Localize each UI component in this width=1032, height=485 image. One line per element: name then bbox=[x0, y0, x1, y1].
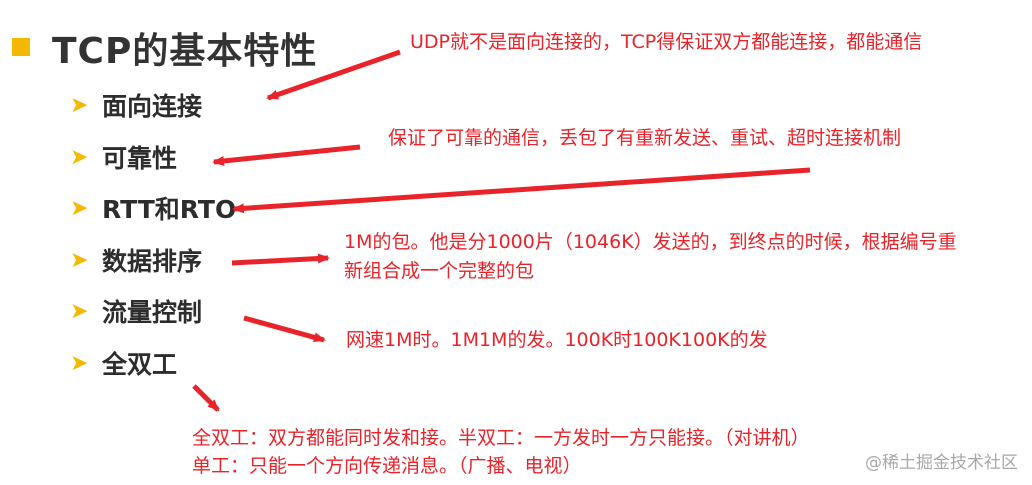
chevron-right-icon: ➤ bbox=[70, 298, 89, 324]
list-item: ➤ 流量控制 bbox=[70, 294, 202, 328]
arrow-to-reliability bbox=[212, 144, 361, 166]
annotation-duplex-line1: 全双工：双方都能同时发和接。半双工：一方发时一方只能接。（对讲机） bbox=[192, 427, 810, 449]
annotation-connection: UDP就不是面向连接的，TCP得保证双方都能连接，都能通信 bbox=[410, 31, 923, 53]
arrow-to-duplex-note bbox=[192, 384, 220, 412]
chevron-right-icon: ➤ bbox=[70, 195, 89, 221]
slide-title: TCP的基本特性 bbox=[52, 31, 318, 72]
list-item: ➤ RTT和RTO bbox=[70, 191, 236, 225]
list-item: ➤ 可靠性 bbox=[70, 140, 177, 174]
watermark: @稀土掘金技术社区 bbox=[865, 453, 1018, 473]
list-item: ➤ 面向连接 bbox=[70, 88, 202, 122]
arrow-to-connection bbox=[266, 49, 401, 101]
arrow-to-flow-note bbox=[243, 315, 326, 343]
title-bullet-square bbox=[12, 38, 30, 56]
chevron-right-icon: ➤ bbox=[70, 92, 89, 118]
annotation-ordering-line1: 1M的包。他是分1000片（1046K）发送的，到终点的时候，根据编号重 bbox=[344, 231, 957, 253]
list-item: ➤ 全双工 bbox=[70, 346, 177, 380]
list-item: ➤ 数据排序 bbox=[70, 243, 202, 277]
chevron-right-icon: ➤ bbox=[70, 350, 89, 376]
list-item-label: 面向连接 bbox=[102, 92, 203, 121]
annotation-duplex-line2: 单工：只能一个方向传递消息。（广播、电视） bbox=[192, 455, 582, 477]
list-item-label: 流量控制 bbox=[102, 298, 203, 327]
annotation-reliability: 保证了可靠的通信，丢包了有重新发送、重试、超时连接机制 bbox=[388, 127, 902, 149]
list-item-label: 数据排序 bbox=[102, 247, 203, 276]
list-item-label: 全双工 bbox=[102, 350, 178, 379]
arrow-to-ordering-note bbox=[231, 253, 330, 266]
list-item-label: RTT和RTO bbox=[102, 195, 237, 224]
arrow-to-rtt bbox=[232, 167, 811, 214]
annotation-ordering-line2: 新组合成一个完整的包 bbox=[344, 260, 535, 282]
chevron-right-icon: ➤ bbox=[70, 144, 89, 170]
annotation-flow-control: 网速1M时。1M1M的发。100K时100K100K的发 bbox=[346, 329, 768, 351]
list-item-label: 可靠性 bbox=[102, 144, 178, 173]
chevron-right-icon: ➤ bbox=[70, 247, 89, 273]
